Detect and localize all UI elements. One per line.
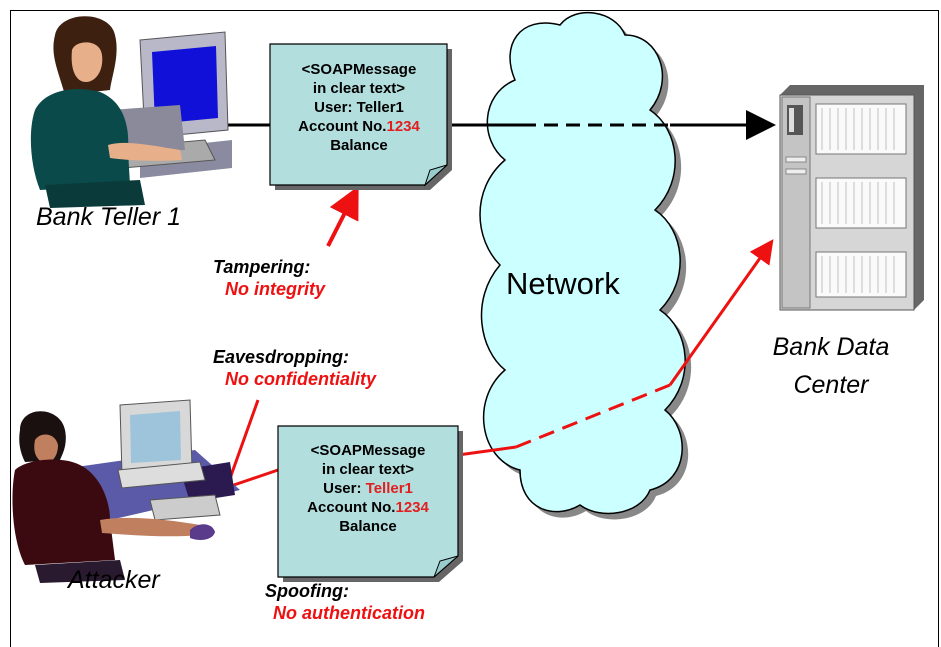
- attacker-icon: [12, 399, 240, 583]
- account-prefix: Account No.: [307, 499, 396, 516]
- message-top-line2: in clear text>: [312, 80, 406, 97]
- message-top-account: Account No.1234: [264, 117, 454, 136]
- message-document-top: [269, 43, 452, 190]
- bank-teller-label: Bank Teller 1: [36, 203, 181, 231]
- account-value: 1234: [386, 118, 420, 135]
- spoofing-annotation: Spoofing: No authentication: [265, 580, 425, 624]
- user-prefix: User:: [314, 99, 357, 116]
- bank-teller-icon: [30, 16, 232, 208]
- eavesdropping-subtitle: No confidentiality: [225, 369, 377, 389]
- message-bottom-text: <SOAPMessage in clear text> User: Teller…: [273, 441, 463, 536]
- attacker-label: Attacker: [68, 566, 160, 594]
- message-bottom-line2: in clear text>: [321, 461, 415, 478]
- diagram-frame: [10, 10, 939, 647]
- network-label: Network: [506, 266, 620, 301]
- message-document-bottom: [277, 425, 463, 582]
- message-top-line5: Balance: [330, 137, 388, 154]
- datacenter-label-line1: Bank Data: [772, 333, 890, 361]
- eavesdropping-title: Eavesdropping:: [213, 347, 350, 367]
- tampering-arrow: [326, 185, 359, 247]
- user-value: Teller1: [356, 99, 404, 116]
- eavesdropping-annotation: Eavesdropping: No confidentiality: [213, 346, 376, 390]
- message-top-user: User: Teller1: [264, 98, 454, 117]
- tampering-annotation: Tampering: No integrity: [213, 256, 325, 300]
- user-prefix: User:: [323, 480, 366, 497]
- datacenter-label-line2: Center: [793, 371, 869, 399]
- datacenter-label: Bank Data Center: [766, 328, 896, 404]
- tampering-title: Tampering:: [213, 257, 311, 277]
- spoofing-title: Spoofing:: [265, 581, 349, 601]
- account-prefix: Account No.: [298, 118, 387, 135]
- message-bottom-user: User: Teller1: [273, 479, 463, 498]
- message-bottom-line5: Balance: [339, 518, 397, 535]
- eavesdropping-line: [226, 399, 260, 485]
- spoofing-subtitle: No authentication: [273, 603, 425, 623]
- message-top-line1: <SOAPMessage: [301, 61, 417, 78]
- message-bottom-account: Account No.1234: [273, 498, 463, 517]
- account-value: 1234: [395, 499, 429, 516]
- attacker-connection-line: [224, 239, 774, 490]
- message-bottom-line1: <SOAPMessage: [310, 442, 426, 459]
- tampering-subtitle: No integrity: [225, 279, 326, 299]
- message-top-text: <SOAPMessage in clear text> User: Teller…: [264, 60, 454, 155]
- user-value: Teller1: [365, 480, 413, 497]
- server-icon: [779, 85, 924, 311]
